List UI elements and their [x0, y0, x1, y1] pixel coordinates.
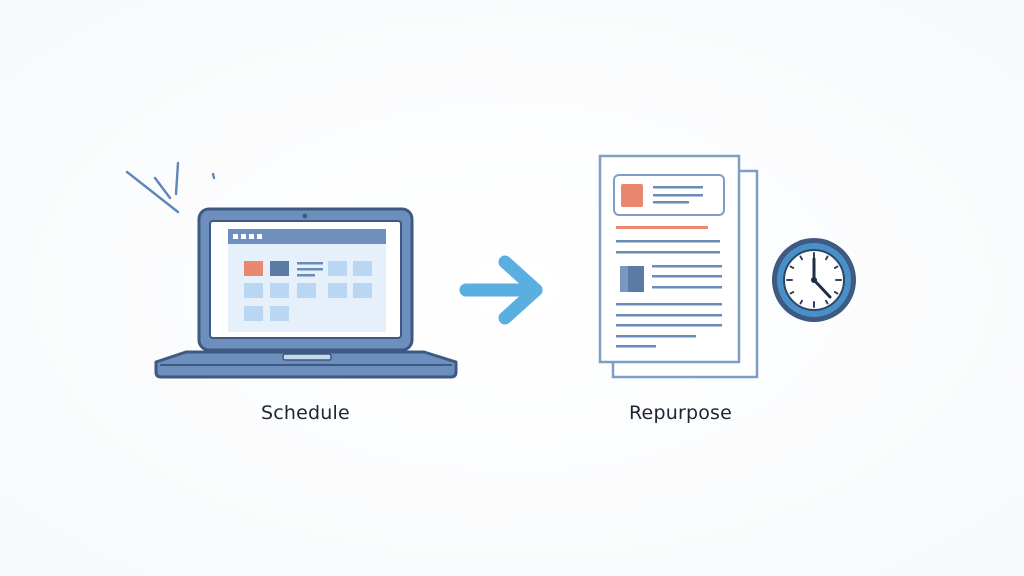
clock-hour-hand	[812, 278, 832, 299]
clock-icon	[772, 238, 856, 322]
document-clock-icon	[598, 154, 856, 379]
laptop-camera	[302, 213, 308, 219]
document-accent-rule	[616, 226, 708, 229]
calendar-tile-accent	[244, 261, 263, 276]
window-dots	[233, 234, 262, 239]
laptop-trackpad-notch	[282, 353, 332, 361]
document-text-lines	[616, 240, 720, 254]
document-header-thumb	[621, 184, 643, 207]
calendar-grid	[244, 261, 372, 321]
sparkle-icon	[125, 161, 216, 214]
step-label-repurpose: Repurpose	[629, 402, 733, 424]
step-label-schedule: Schedule	[261, 402, 350, 424]
calendar-tile-selected	[270, 261, 289, 276]
app-titlebar	[228, 229, 386, 244]
laptop-calendar-icon	[125, 161, 458, 379]
arrow-right-icon	[459, 255, 543, 325]
